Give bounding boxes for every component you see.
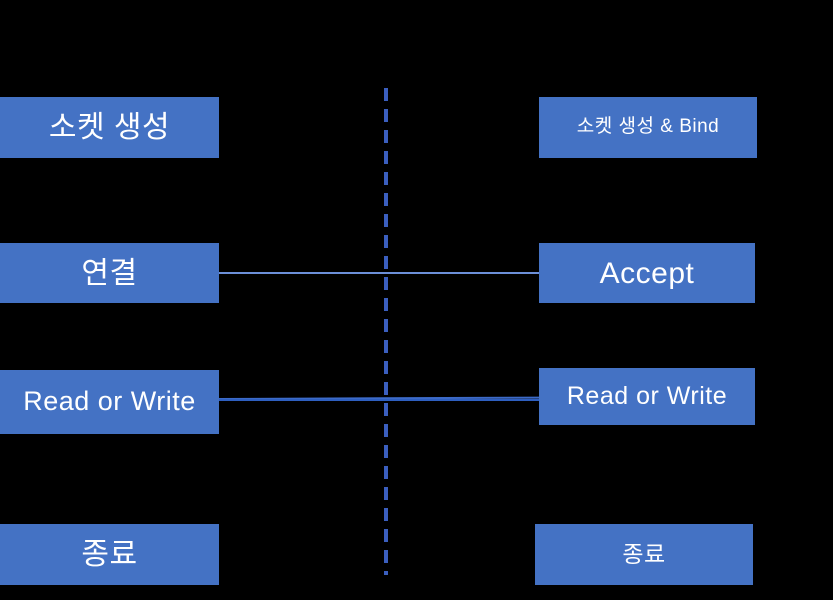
connector-read-write bbox=[219, 399, 540, 401]
node-server-close[interactable]: 종료 bbox=[535, 524, 753, 585]
node-client-create-socket[interactable]: 소켓 생성 bbox=[0, 97, 219, 158]
node-client-read-or-write[interactable]: Read or Write bbox=[0, 370, 219, 434]
client-server-divider bbox=[384, 88, 388, 575]
node-server-accept[interactable]: Accept bbox=[539, 243, 755, 303]
node-client-connect[interactable]: 연결 bbox=[0, 243, 219, 303]
node-server-read-or-write[interactable]: Read or Write bbox=[539, 368, 755, 425]
node-client-close[interactable]: 종료 bbox=[0, 524, 219, 585]
node-server-create-socket-bind[interactable]: 소켓 생성 & Bind bbox=[539, 97, 757, 158]
connector-connect-to-accept bbox=[219, 272, 540, 274]
